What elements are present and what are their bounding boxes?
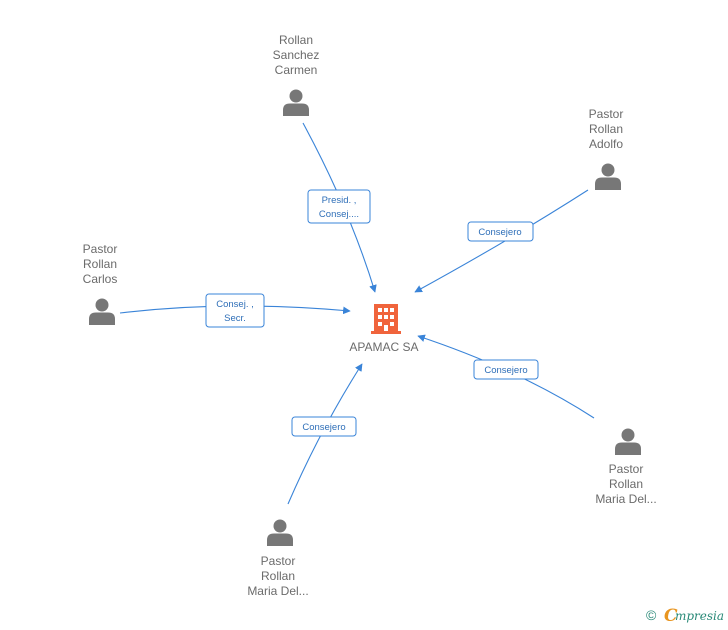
person-icon: [267, 519, 293, 546]
person-name-line: Maria Del...: [247, 584, 308, 598]
brand-name: mpresia: [675, 609, 724, 623]
brand-initial: C: [664, 606, 678, 626]
svg-text:Consej. ,: Consej. ,: [216, 299, 254, 310]
person-node-p2[interactable]: Pastor Rollan Adolfo: [589, 107, 624, 190]
person-icon: [283, 89, 309, 116]
person-name-line: Rollan: [589, 122, 623, 136]
edge-label-p4[interactable]: Consejero: [473, 359, 539, 380]
person-icon: [89, 298, 115, 325]
person-name-line: Pastor: [261, 554, 296, 568]
company-node[interactable]: APAMAC SA: [349, 304, 419, 354]
person-name-line: Rollan: [609, 477, 643, 491]
person-name-line: Adolfo: [589, 137, 623, 151]
person-node-p3[interactable]: Pastor Rollan Carlos: [83, 242, 118, 325]
person-name-line: Sanchez: [273, 48, 320, 62]
person-name-line: Pastor: [589, 107, 624, 121]
company-name: APAMAC SA: [349, 340, 418, 354]
person-name-line: Rollan: [261, 569, 295, 583]
person-name-line: Pastor: [83, 242, 118, 256]
edge-label-p2[interactable]: Consejero: [467, 221, 534, 242]
person-node-p1[interactable]: Rollan Sanchez Carmen: [273, 33, 320, 116]
person-name-line: Pastor: [609, 462, 644, 476]
person-name-line: Carmen: [275, 63, 318, 77]
person-name-line: Carlos: [83, 272, 118, 286]
person-node-p5[interactable]: Pastor Rollan Maria Del...: [247, 519, 309, 599]
person-name-line: Maria Del...: [595, 492, 656, 506]
person-node-p4[interactable]: Pastor Rollan Maria Del...: [595, 428, 657, 507]
svg-text:Presid. ,: Presid. ,: [322, 195, 357, 206]
svg-text:Consejero: Consejero: [484, 365, 527, 376]
person-icon: [595, 163, 621, 190]
svg-text:Consejero: Consejero: [302, 422, 345, 433]
edge-label-p1[interactable]: Presid. , Consej....: [307, 189, 371, 224]
person-name-line: Rollan: [279, 33, 313, 47]
person-icon: [615, 428, 641, 455]
copyright-symbol: ©: [646, 607, 657, 623]
person-name-line: Rollan: [83, 257, 117, 271]
edges: [119, 122, 595, 505]
svg-text:Consej....: Consej....: [319, 209, 359, 220]
building-icon: [371, 304, 401, 334]
edge-label-p3[interactable]: Consej. , Secr.: [205, 293, 265, 328]
svg-text:Secr.: Secr.: [224, 313, 246, 324]
edge-label-p5[interactable]: Consejero: [291, 416, 357, 437]
svg-text:Consejero: Consejero: [478, 227, 521, 238]
empresia-logo: © C mpresia: [646, 606, 724, 626]
